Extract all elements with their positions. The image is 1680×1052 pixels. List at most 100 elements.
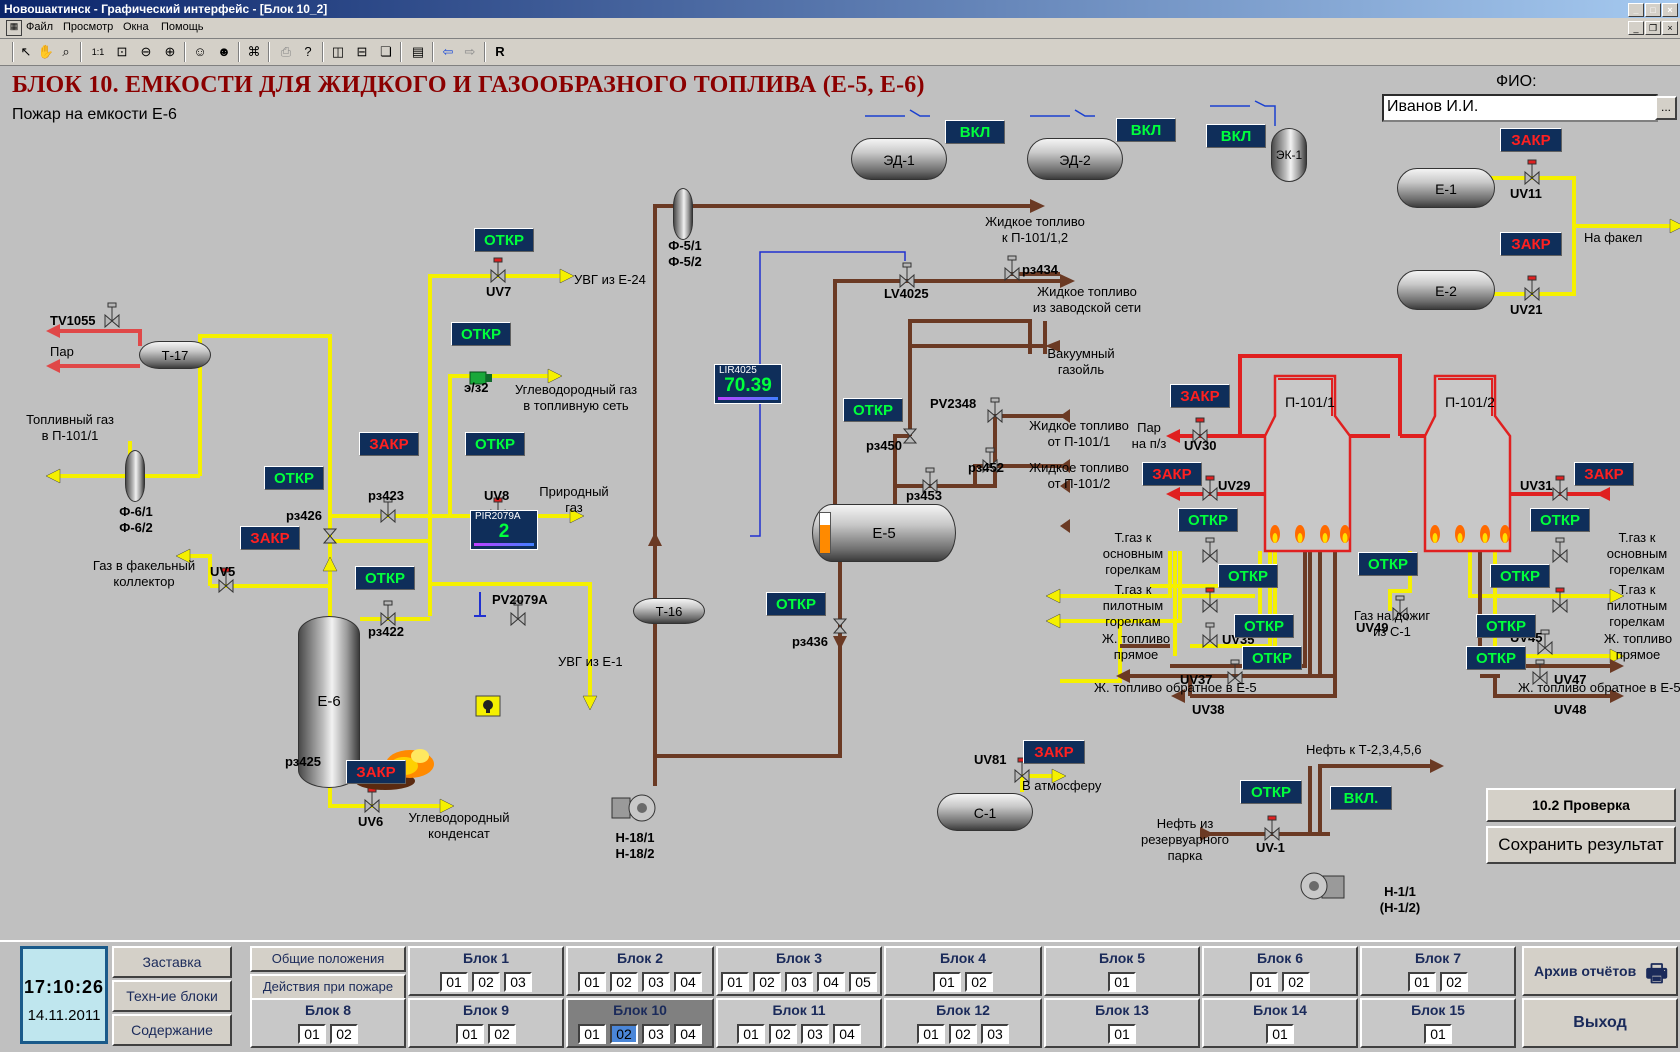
state-uv45[interactable]: ОТКР xyxy=(1490,564,1550,588)
state-uv7[interactable]: ОТКР xyxy=(474,228,534,252)
block-sub-button[interactable]: 01 xyxy=(298,1024,326,1044)
state-uv29[interactable]: ЗАКР xyxy=(1142,462,1202,486)
tile-horizontal-icon[interactable]: ⊟ xyxy=(356,44,368,59)
block-sub-button[interactable]: 02 xyxy=(753,972,781,992)
block-sub-button[interactable]: 01 xyxy=(1250,972,1278,992)
state-uv47[interactable]: ОТКР xyxy=(1476,614,1536,638)
tank-ed1[interactable]: ЭД-1 xyxy=(851,138,947,180)
tile-vertical-icon[interactable]: ◫ xyxy=(331,44,345,59)
state-uv37[interactable]: ОТКР xyxy=(1234,614,1294,638)
state-uv36[interactable]: ОТКР xyxy=(1178,508,1238,532)
fio-input[interactable]: Иванов И.И. xyxy=(1382,94,1658,122)
state-rz436[interactable]: ОТКР xyxy=(766,592,826,616)
tank-ed2[interactable]: ЭД-2 xyxy=(1027,138,1123,180)
nav-general[interactable]: Общие положения xyxy=(250,946,406,972)
state-uv35[interactable]: ОТКР xyxy=(1218,564,1278,588)
heater-t17[interactable]: Т-17 xyxy=(139,341,211,369)
block-sub-button[interactable]: 02 xyxy=(472,972,500,992)
mdi-minimize-icon[interactable]: _ xyxy=(1628,21,1644,35)
forward-icon[interactable]: ⇨ xyxy=(464,44,476,59)
block-sub-button[interactable]: 02 xyxy=(610,1024,638,1044)
zoom-in-icon[interactable]: ⊕ xyxy=(164,44,176,59)
close-icon[interactable]: × xyxy=(1662,3,1678,17)
state-ed2[interactable]: ВКЛ xyxy=(1116,118,1176,142)
user-icon[interactable]: ☺ xyxy=(193,44,207,59)
state-uv38[interactable]: ОТКР xyxy=(1242,646,1302,670)
state-uv8[interactable]: ОТКР xyxy=(465,432,525,456)
menu-view[interactable]: Просмотр xyxy=(63,21,114,33)
state-uv49[interactable]: ОТКР xyxy=(1358,552,1418,576)
app-menu-icon[interactable]: ▦ xyxy=(6,20,22,36)
block-sub-button[interactable]: 03 xyxy=(801,1024,829,1044)
nav-fire-actions[interactable]: Действия при пожаре xyxy=(250,974,406,1000)
block-sub-button[interactable]: 04 xyxy=(833,1024,861,1044)
block-sub-button[interactable]: 03 xyxy=(981,1024,1009,1044)
block-sub-button[interactable]: 05 xyxy=(849,972,877,992)
block-sub-button[interactable]: 01 xyxy=(1108,972,1136,992)
block-sub-button[interactable]: 01 xyxy=(1266,1024,1294,1044)
block-sub-button[interactable]: 03 xyxy=(642,972,670,992)
block-sub-button[interactable]: 01 xyxy=(737,1024,765,1044)
block-sub-button[interactable]: 02 xyxy=(330,1024,358,1044)
indicator-pir2079a[interactable]: PIR2079A 2 xyxy=(470,510,538,550)
state-uv21[interactable]: ЗАКР xyxy=(1500,232,1562,256)
state-rz423[interactable]: ЗАКР xyxy=(359,432,419,456)
block-sub-button[interactable]: 01 xyxy=(1424,1024,1452,1044)
check-button[interactable]: 10.2 Проверка xyxy=(1486,788,1676,822)
zoom-1to1-icon[interactable]: 1:1 xyxy=(91,47,105,57)
pan-icon[interactable]: ✋ xyxy=(37,44,55,59)
window-list-icon[interactable]: ▤ xyxy=(411,44,425,59)
mdi-close-icon[interactable]: × xyxy=(1662,21,1678,35)
print-icon[interactable]: ⎙ xyxy=(280,44,292,59)
heater-t16[interactable]: Т-16 xyxy=(633,598,705,624)
state-e3-2[interactable]: ОТКР xyxy=(451,322,511,346)
block-sub-button[interactable]: 01 xyxy=(440,972,468,992)
block-sub-button[interactable]: 03 xyxy=(504,972,532,992)
block-sub-button[interactable]: 01 xyxy=(721,972,749,992)
indicator-lir4025[interactable]: LIR4025 70.39 xyxy=(714,364,782,404)
block-sub-button[interactable]: 02 xyxy=(488,1024,516,1044)
refresh-r-icon[interactable]: R xyxy=(495,44,505,59)
state-ek1[interactable]: ВКЛ xyxy=(1206,124,1266,148)
menu-windows[interactable]: Окна xyxy=(123,21,149,33)
exit-button[interactable]: Выход xyxy=(1522,998,1678,1048)
zoom-icon[interactable]: ⌕ xyxy=(62,44,70,59)
state-uv31[interactable]: ЗАКР xyxy=(1574,462,1634,486)
fio-browse-button[interactable]: ... xyxy=(1655,96,1677,120)
block-sub-button[interactable]: 02 xyxy=(1440,972,1468,992)
block-sub-button[interactable]: 04 xyxy=(817,972,845,992)
block-sub-button[interactable]: 02 xyxy=(1282,972,1310,992)
nav-tech-blocks[interactable]: Техн-ие блоки xyxy=(112,980,232,1012)
cascade-icon[interactable]: ❏ xyxy=(380,44,392,59)
state-uv11[interactable]: ЗАКР xyxy=(1500,128,1562,152)
filter-f6[interactable] xyxy=(125,450,145,502)
user-settings-icon[interactable]: ☻ xyxy=(217,44,231,59)
back-icon[interactable]: ⇦ xyxy=(442,44,454,59)
tank-e2[interactable]: Е-2 xyxy=(1397,270,1495,310)
tank-ek1[interactable]: ЭК-1 xyxy=(1271,128,1307,182)
state-uv81[interactable]: ЗАКР xyxy=(1023,740,1085,764)
block-sub-button[interactable]: 04 xyxy=(674,972,702,992)
block-sub-button[interactable]: 01 xyxy=(578,972,606,992)
state-rz426[interactable]: ОТКР xyxy=(264,466,324,490)
nav-screensaver[interactable]: Заставка xyxy=(112,946,232,978)
block-sub-button[interactable]: 02 xyxy=(610,972,638,992)
state-uv30[interactable]: ЗАКР xyxy=(1170,384,1230,408)
block-sub-button[interactable]: 02 xyxy=(949,1024,977,1044)
state-uv-1[interactable]: ОТКР xyxy=(1240,780,1302,804)
pointer-icon[interactable]: ↖ xyxy=(20,44,32,59)
tank-c1[interactable]: С-1 xyxy=(937,793,1033,831)
state-ed1[interactable]: ВКЛ xyxy=(945,120,1005,144)
